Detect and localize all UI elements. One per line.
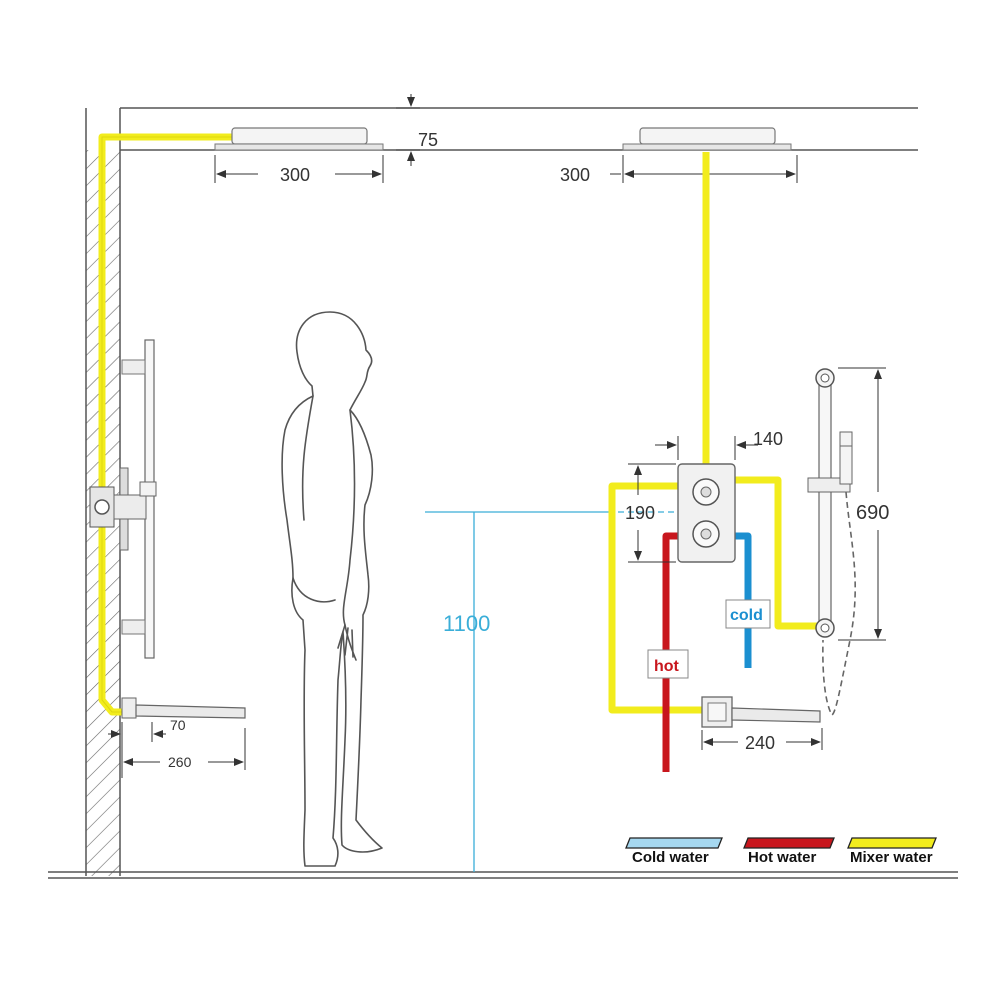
mount-height-reference: 1100: [425, 511, 680, 872]
left-spout: [121, 697, 246, 719]
right-rain-shower-head: [622, 127, 792, 151]
dim-ceiling-depth-label: 75: [418, 130, 438, 150]
dim-right-spout-length-label: 240: [745, 733, 775, 753]
slide-rail: [807, 368, 853, 638]
dim-left-head-width: 300: [214, 155, 384, 185]
dim-right-head-width: 300: [560, 155, 798, 185]
legend-hot-water: Hot water: [743, 837, 835, 866]
dim-left-spout-length-label: 260: [168, 754, 192, 770]
hot-tag-label: hot: [654, 658, 680, 675]
dim-valve-width: 140: [655, 429, 783, 460]
hot-tag: hot: [647, 649, 689, 679]
dim-right-spout-length: 240: [701, 728, 823, 753]
dim-valve-width-label: 140: [753, 429, 783, 449]
cold-tag: cold: [725, 599, 771, 629]
legend-mixer-water: Mixer water: [847, 837, 937, 866]
dim-left-spout: 70 260: [108, 717, 246, 778]
left-rain-shower-head: [214, 127, 384, 151]
dim-valve-height: 190: [625, 463, 676, 563]
dim-rail-height: 690: [838, 367, 889, 641]
dim-right-head-width-label: 300: [560, 165, 590, 185]
cold-tag-label: cold: [730, 607, 763, 624]
thermostatic-valve: [677, 463, 736, 563]
floor: [48, 871, 958, 879]
mount-height-label: 1100: [443, 611, 490, 636]
human-figure: [281, 311, 383, 867]
dim-ceiling-depth: 75: [396, 94, 438, 166]
dim-left-head-width-label: 300: [280, 165, 310, 185]
legend-mixer-water-label: Mixer water: [850, 849, 933, 866]
right-mixer-pipes: [608, 152, 822, 714]
dim-valve-height-label: 190: [625, 503, 655, 523]
dim-rail-height-label: 690: [856, 502, 889, 524]
legend-cold-water: Cold water: [625, 837, 723, 866]
left-shower-panel: [89, 339, 157, 659]
hand-shower-hose: [822, 491, 856, 717]
legend: Cold water Hot water Mixer water: [625, 837, 937, 866]
right-spout: [701, 696, 821, 728]
legend-cold-water-label: Cold water: [632, 849, 709, 866]
legend-hot-water-label: Hot water: [748, 849, 817, 866]
dim-left-spout-depth-label: 70: [170, 717, 186, 733]
